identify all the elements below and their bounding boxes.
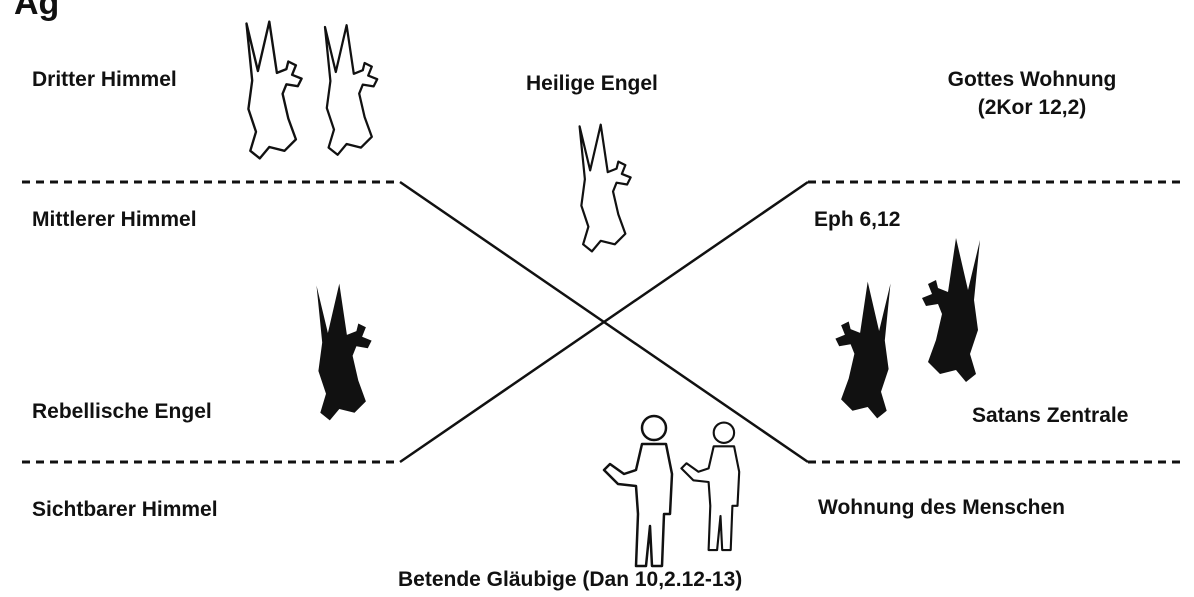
label-heilige-engel: Heilige Engel	[526, 72, 658, 95]
label-eph-ref: Eph 6,12	[814, 208, 901, 231]
rebel-angel-icon	[316, 283, 372, 421]
title-fragment: Ag	[14, 0, 59, 22]
label-gottes-wohnung-title: Gottes Wohnung	[947, 68, 1117, 91]
label-sichtbarer-himmel: Sichtbarer Himmel	[32, 498, 218, 521]
label-mittlerer-himmel: Mittlerer Himmel	[32, 208, 197, 231]
label-wohnung-menschen: Wohnung des Menschen	[818, 496, 1065, 519]
praying-person-icon	[680, 421, 741, 552]
rebel-angel-icon	[835, 281, 891, 419]
label-satans-zentrale: Satans Zentrale	[972, 404, 1129, 427]
label-gottes-wohnung: Gottes Wohnung (2Kor 12,2)	[912, 66, 1152, 123]
holy-angel-icon	[245, 20, 303, 160]
rebel-angel-icon	[922, 238, 980, 382]
label-dritter-himmel: Dritter Himmel	[32, 68, 177, 91]
label-gottes-wohnung-ref: (2Kor 12,2)	[977, 96, 1087, 120]
praying-person-icon	[602, 414, 674, 568]
label-betende-glaeubige: Betende Gläubige (Dan 10,2.12-13)	[398, 568, 743, 591]
diagonal-up-right	[399, 180, 809, 464]
holy-angel-icon	[578, 123, 632, 253]
holy-angel-icon	[323, 24, 379, 156]
label-rebellische-engel: Rebellische Engel	[32, 400, 212, 423]
